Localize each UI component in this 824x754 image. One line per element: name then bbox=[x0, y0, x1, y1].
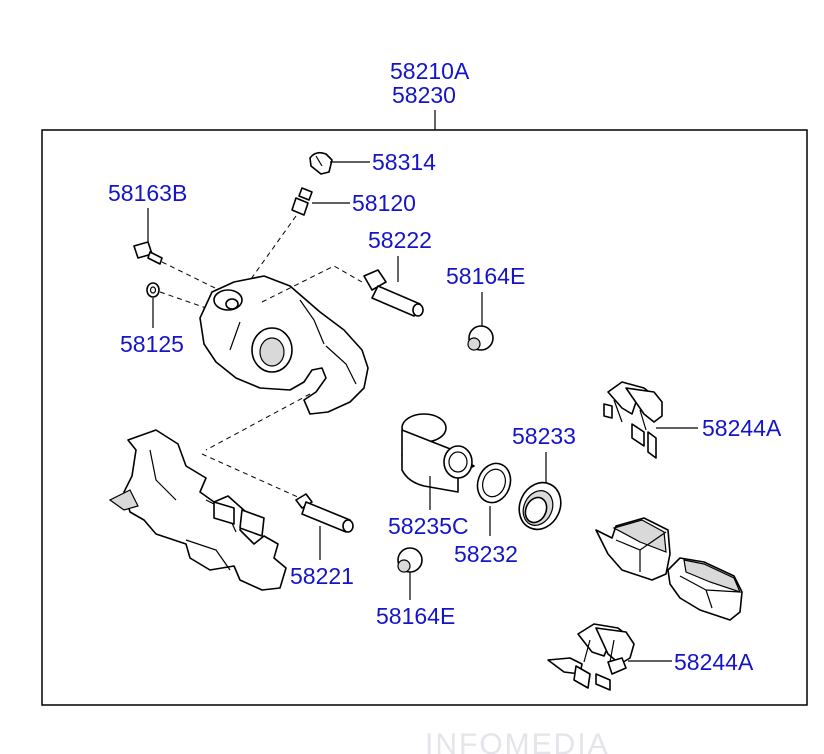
label-assy-58210A[interactable]: 58210A bbox=[390, 58, 470, 84]
bolt-58163B-part bbox=[133, 241, 163, 265]
brake-pad-outer-part bbox=[667, 557, 743, 621]
boot-58164E-upper-part bbox=[467, 325, 494, 351]
label-58244A-lower[interactable]: 58244A bbox=[674, 649, 754, 675]
watermark-logo: INFOMEDIA bbox=[425, 728, 610, 754]
bleeder-58120-part bbox=[291, 187, 313, 216]
label-assy-58230[interactable]: 58230 bbox=[392, 82, 456, 108]
spring-58244A-lower-part bbox=[547, 623, 635, 691]
guide-pin-58221-part bbox=[295, 493, 354, 533]
dash-bolt bbox=[161, 261, 216, 289]
seal-58232-part bbox=[476, 462, 512, 504]
label-58314[interactable]: 58314 bbox=[372, 149, 436, 175]
label-58120[interactable]: 58120 bbox=[352, 190, 416, 216]
label-58125[interactable]: 58125 bbox=[120, 331, 184, 357]
dash-caliper-bracket bbox=[205, 393, 311, 451]
label-58235C[interactable]: 58235C bbox=[388, 513, 469, 539]
diagram-frame bbox=[41, 129, 808, 706]
guide-pin-58222-part bbox=[363, 269, 424, 317]
boot-58164E-lower-part bbox=[397, 547, 423, 573]
dash-washer bbox=[159, 291, 213, 311]
washer-58125-part bbox=[146, 282, 160, 298]
caliper-bracket-part bbox=[108, 429, 287, 591]
label-58222[interactable]: 58222 bbox=[368, 227, 432, 253]
boot-58233-part bbox=[518, 481, 562, 531]
brake-pad-inner-part bbox=[595, 517, 671, 581]
dash-caliper-pin bbox=[261, 265, 363, 303]
label-58244A-upper[interactable]: 58244A bbox=[702, 415, 782, 441]
label-58164E-lower[interactable]: 58164E bbox=[376, 603, 455, 629]
label-58233[interactable]: 58233 bbox=[512, 423, 576, 449]
label-58163B[interactable]: 58163B bbox=[108, 180, 187, 206]
label-58221[interactable]: 58221 bbox=[290, 563, 354, 589]
spring-58244A-upper-part bbox=[603, 381, 663, 459]
clip-58314-part bbox=[309, 151, 333, 175]
dash-bracket-pin bbox=[201, 453, 301, 499]
label-58232[interactable]: 58232 bbox=[454, 541, 518, 567]
caliper-body-part bbox=[199, 275, 369, 415]
piston-58235C-part bbox=[401, 413, 475, 493]
label-58164E-upper[interactable]: 58164E bbox=[446, 263, 525, 289]
